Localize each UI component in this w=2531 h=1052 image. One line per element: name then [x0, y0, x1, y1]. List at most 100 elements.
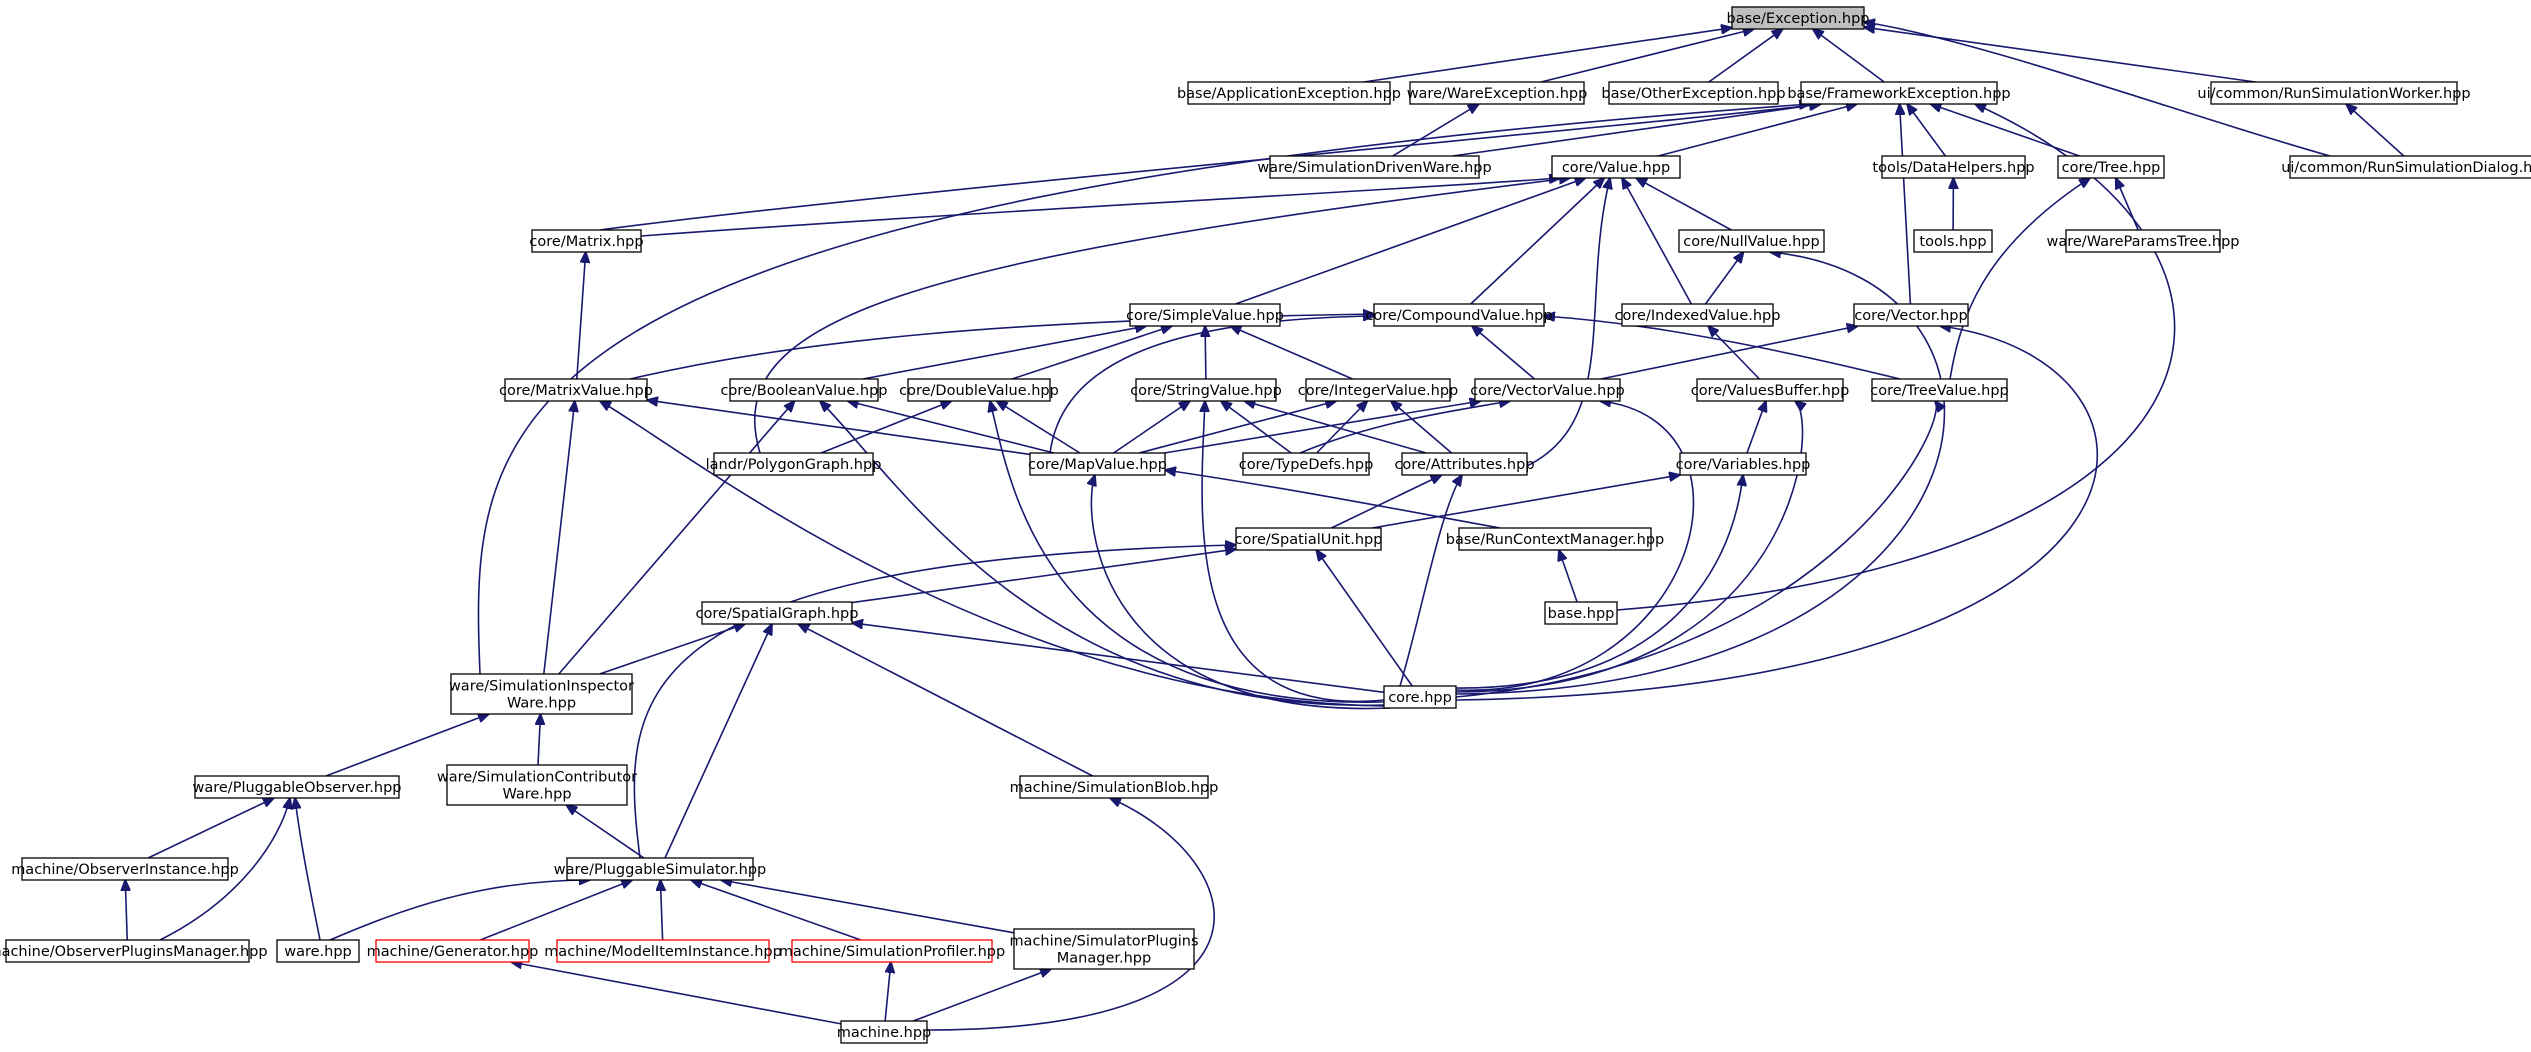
- node-pluggablesim[interactable]: ware/PluggableSimulator.hpp: [554, 857, 766, 881]
- node-simdriven[interactable]: ware/SimulationDrivenWare.hpp: [1257, 155, 1492, 179]
- node-label: base.hpp: [1548, 606, 1615, 622]
- node-label: core/VectorValue.hpp: [1470, 383, 1625, 399]
- node-label: ware/SimulationInspector: [449, 679, 634, 695]
- edge-typedefs-to-stringvalue: [1221, 401, 1292, 454]
- edge-simplevalue-to-value: [1235, 178, 1586, 305]
- node-app_exc[interactable]: base/ApplicationException.hpp: [1177, 81, 1401, 105]
- node-core[interactable]: core.hpp: [1383, 685, 1457, 709]
- edge-machine-to-simplugins: [912, 969, 1051, 1022]
- node-box: [1135, 378, 1277, 402]
- node-box: [1401, 452, 1528, 476]
- node-integervalue[interactable]: core/IntegerValue.hpp: [1298, 378, 1458, 402]
- node-box: [1305, 378, 1451, 402]
- node-variables[interactable]: core/Variables.hpp: [1676, 452, 1811, 476]
- node-doublevalue[interactable]: core/DoubleValue.hpp: [899, 378, 1059, 402]
- node-obsinstance[interactable]: machine/ObserverInstance.hpp: [11, 857, 239, 881]
- node-machine[interactable]: machine.hpp: [837, 1020, 932, 1044]
- node-obsplugins[interactable]: machine/ObserverPluginsManager.hpp: [0, 939, 268, 963]
- node-box: [1242, 452, 1370, 476]
- node-matrix[interactable]: core/Matrix.hpp: [529, 229, 644, 253]
- node-box: [276, 939, 360, 963]
- edge-pluggableobs-to-siminspector: [325, 714, 489, 777]
- node-box: [1474, 378, 1621, 402]
- node-label: core/Attributes.hpp: [1394, 457, 1534, 473]
- node-tools[interactable]: tools.hpp: [1913, 229, 1993, 253]
- node-label: core/BooleanValue.hpp: [720, 383, 887, 399]
- node-label: core/MatrixValue.hpp: [499, 383, 653, 399]
- node-base[interactable]: base.hpp: [1544, 601, 1618, 625]
- node-label: machine/Generator.hpp: [367, 944, 539, 960]
- edge-obsplugins-to-obsinstance: [125, 880, 127, 941]
- node-layer: base/Exception.hpp base/ApplicationExcept…: [0, 6, 2531, 1044]
- node-exception[interactable]: base/Exception.hpp: [1726, 6, 1870, 30]
- node-box: [1269, 155, 1480, 179]
- node-spatialunit[interactable]: core/SpatialUnit.hpp: [1235, 527, 1383, 551]
- node-box: [2210, 81, 2458, 105]
- node-simprofiler[interactable]: machine/SimulationProfiler.hpp: [779, 939, 1005, 963]
- node-indexedvalue[interactable]: core/IndexedValue.hpp: [1615, 303, 1781, 327]
- node-ware[interactable]: ware.hpp: [276, 939, 360, 963]
- node-label: base/FrameworkException.hpp: [1787, 86, 2010, 102]
- edge-mapvalue-to-booleanvalue: [848, 401, 1055, 454]
- node-fw_exc[interactable]: base/FrameworkException.hpp: [1787, 81, 2011, 105]
- node-polygongraph[interactable]: landr/PolygonGraph.hpp: [706, 452, 882, 476]
- node-label: Ware.hpp: [502, 787, 571, 803]
- node-spatialgraph[interactable]: core/SpatialGraph.hpp: [696, 601, 859, 625]
- node-other_exc[interactable]: base/OtherException.hpp: [1601, 81, 1786, 105]
- node-vectorvalue[interactable]: core/VectorValue.hpp: [1470, 378, 1625, 402]
- edge-siminspector-to-matrixvalue: [543, 401, 575, 675]
- edge-doublevalue-to-simplevalue: [1011, 326, 1172, 380]
- node-modelitem[interactable]: machine/ModelItemInstance.hpp: [544, 939, 782, 963]
- edge-tree-to-fw_exc: [1931, 104, 2080, 157]
- node-box: [2065, 229, 2221, 253]
- node-generator[interactable]: machine/Generator.hpp: [367, 939, 539, 963]
- node-box: [791, 939, 993, 963]
- node-tree[interactable]: core/Tree.hpp: [2057, 155, 2165, 179]
- node-vector[interactable]: core/Vector.hpp: [1853, 303, 1969, 327]
- node-valuesbuffer[interactable]: core/ValuesBuffer.hpp: [1691, 378, 1850, 402]
- edge-vectorvalue-to-compoundvalue: [1472, 326, 1536, 380]
- edge-machine-to-simblob: [926, 798, 1215, 1031]
- node-pluggableobs[interactable]: ware/PluggableObserver.hpp: [193, 775, 402, 799]
- edge-mapvalue-to-doublevalue: [997, 401, 1081, 454]
- edge-spatialgraph-to-spatialunit: [851, 549, 1236, 604]
- node-stringvalue[interactable]: core/StringValue.hpp: [1130, 378, 1282, 402]
- node-ware_exc[interactable]: ware/WareException.hpp: [1407, 81, 1588, 105]
- node-datahelpers[interactable]: tools/DataHelpers.hpp: [1872, 155, 2035, 179]
- edge-other_exc-to-exception: [1708, 29, 1783, 83]
- node-attributes[interactable]: core/Attributes.hpp: [1394, 452, 1535, 476]
- node-label: landr/PolygonGraph.hpp: [706, 457, 882, 473]
- node-box: [1800, 81, 1998, 105]
- node-typedefs[interactable]: core/TypeDefs.hpp: [1239, 452, 1374, 476]
- edge-valuesbuffer-to-indexedvalue: [1708, 326, 1760, 380]
- node-runctx[interactable]: base/RunContextManager.hpp: [1446, 527, 1665, 551]
- edge-machine-to-generator: [511, 962, 842, 1025]
- node-rsworker[interactable]: ui/common/RunSimulationWorker.hpp: [2197, 81, 2471, 105]
- node-label: core/MapValue.hpp: [1028, 457, 1167, 473]
- edge-simprofiler-to-pluggablesim: [691, 880, 862, 941]
- node-box: [1235, 527, 1382, 551]
- node-matrixvalue[interactable]: core/MatrixValue.hpp: [499, 378, 653, 402]
- node-box: [1029, 452, 1166, 476]
- node-label: tools/DataHelpers.hpp: [1872, 160, 2034, 176]
- node-treevalue[interactable]: core/TreeValue.hpp: [1870, 378, 2009, 402]
- edge-rsdialog-to-rsworker: [2346, 104, 2405, 157]
- edge-core-to-attributes: [1399, 475, 1462, 687]
- node-wareparamstree[interactable]: ware/WareParamsTree.hpp: [2047, 229, 2240, 253]
- node-label: core/IndexedValue.hpp: [1615, 308, 1781, 324]
- node-simplevalue[interactable]: core/SimpleValue.hpp: [1126, 303, 1284, 327]
- node-mapvalue[interactable]: core/MapValue.hpp: [1028, 452, 1167, 476]
- edge-core-to-doublevalue: [990, 401, 1385, 703]
- node-simblob[interactable]: machine/SimulationBlob.hpp: [1010, 775, 1219, 799]
- node-booleanvalue[interactable]: core/BooleanValue.hpp: [720, 378, 888, 402]
- edge-spatialunit-to-variables: [1372, 475, 1680, 529]
- edge-core-to-vectorvalue: [1455, 401, 1695, 691]
- node-rsdialog[interactable]: ui/common/RunSimulationDialog.hpp: [2281, 155, 2531, 179]
- edge-runctx-to-mapvalue: [1165, 470, 1501, 529]
- node-compoundvalue[interactable]: core/CompoundValue.hpp: [1365, 303, 1553, 327]
- node-nullvalue[interactable]: core/NullValue.hpp: [1678, 229, 1825, 253]
- node-value[interactable]: core/Value.hpp: [1551, 155, 1681, 179]
